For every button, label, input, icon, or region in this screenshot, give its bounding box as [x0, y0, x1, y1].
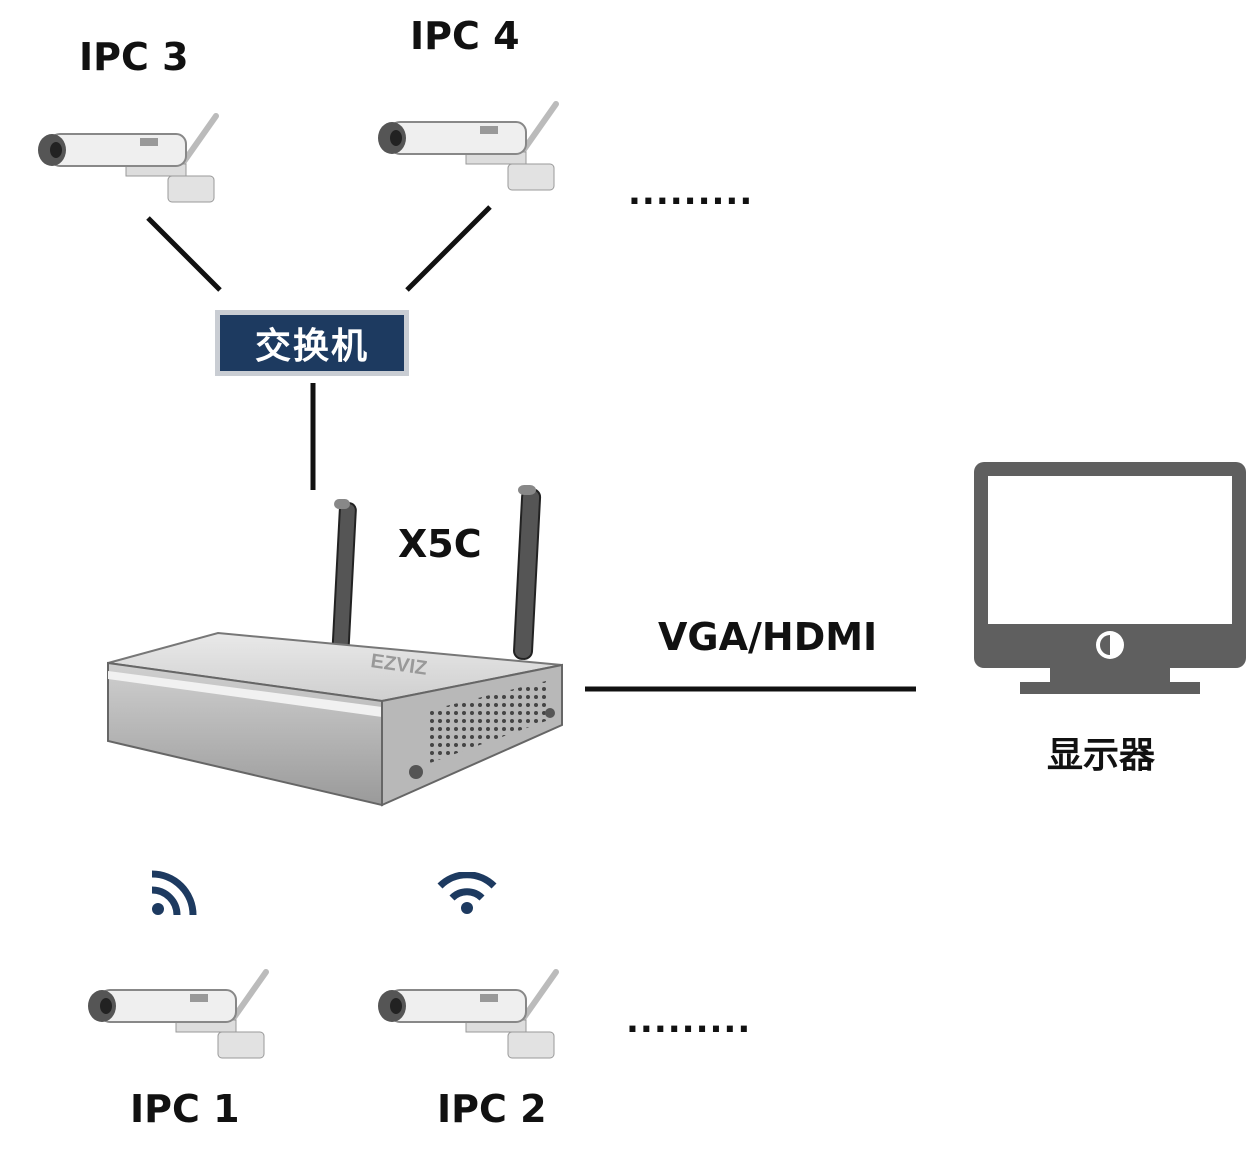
line-ipc4-switch: [405, 205, 492, 292]
switch-node: 交换机: [215, 310, 409, 376]
ipc1-label: IPC 1: [130, 1087, 240, 1131]
monitor-icon: [974, 462, 1246, 694]
ip-camera-icon: [88, 969, 269, 1059]
ipc2-label: IPC 2: [437, 1087, 547, 1131]
ipc3-label: IPC 3: [79, 35, 189, 79]
wifi-icon: [151, 870, 197, 916]
switch-label: 交换机: [220, 315, 404, 371]
monitor-label: 显示器: [1047, 735, 1156, 776]
ipc4-label: IPC 4: [410, 14, 520, 58]
wifi-icon: [437, 872, 497, 914]
ip-camera-icon: [38, 113, 219, 203]
cable-label: VGA/HDMI: [658, 615, 878, 659]
nvr-label: X5C: [398, 522, 482, 566]
more-cameras-top: .........: [628, 173, 754, 213]
line-ipc3-switch: [146, 216, 222, 292]
more-cameras-bottom: .........: [626, 1001, 752, 1041]
ip-camera-icon: [378, 101, 559, 191]
nvr-device-icon: EZVIZ: [107, 485, 563, 807]
ip-camera-icon: [378, 969, 559, 1059]
